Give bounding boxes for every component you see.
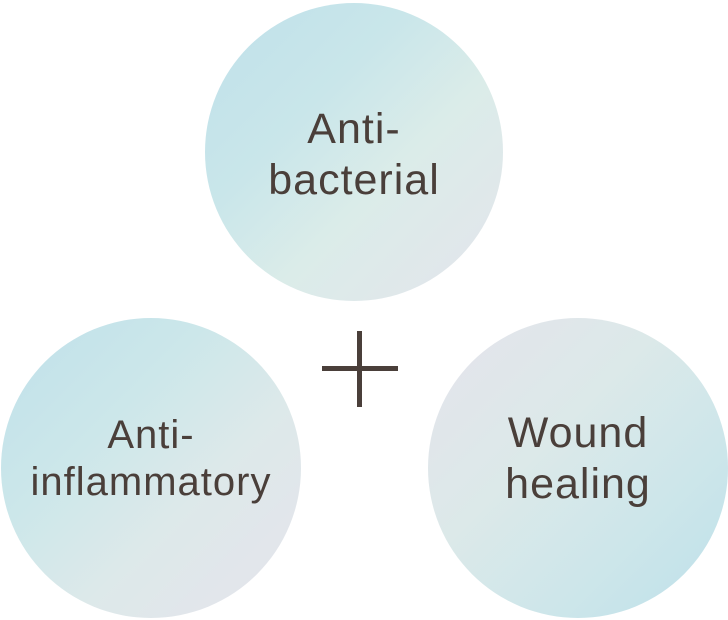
circle-wound-healing: Wound healing bbox=[428, 318, 728, 618]
circle-antibacterial: Anti- bacterial bbox=[205, 3, 503, 301]
circle-antibacterial-line-2: bacterial bbox=[268, 156, 440, 204]
circle-wound-healing-line-1: Wound bbox=[507, 409, 649, 458]
plus-icon-vertical-bar bbox=[357, 331, 362, 407]
circle-anti-inflammatory: Anti- inflammatory bbox=[1, 318, 301, 618]
plus-icon bbox=[322, 331, 398, 407]
circle-anti-inflammatory-line-1: Anti- bbox=[107, 412, 195, 457]
circle-wound-healing-line-2: healing bbox=[505, 460, 651, 508]
circle-anti-inflammatory-line-2: inflammatory bbox=[30, 460, 272, 504]
circle-antibacterial-line-1: Anti- bbox=[307, 105, 401, 154]
